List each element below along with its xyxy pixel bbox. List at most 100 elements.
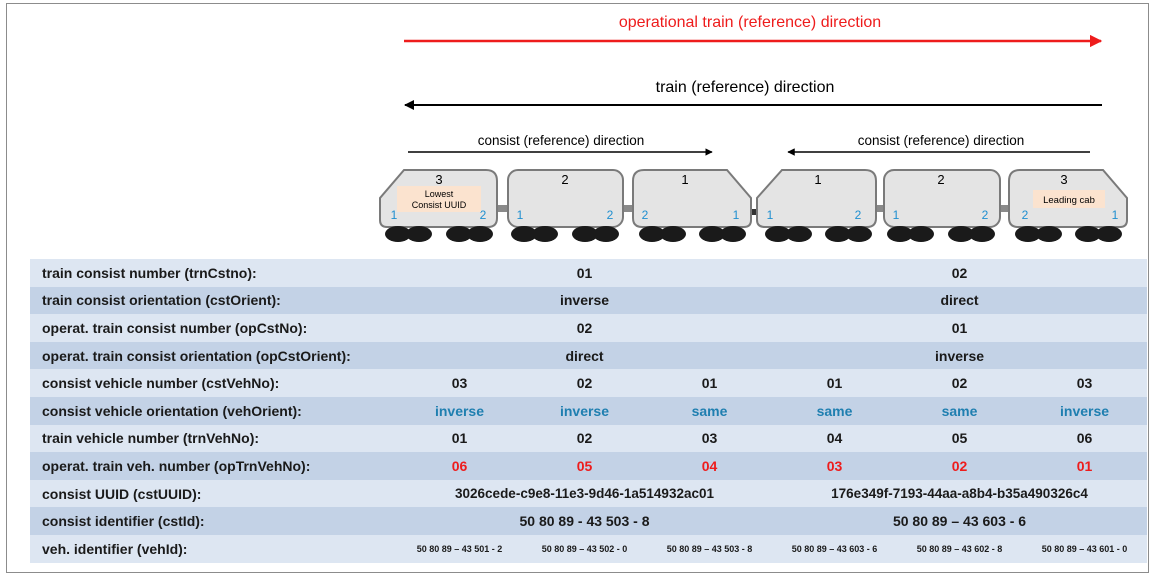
table-cell: 03: [1022, 369, 1148, 397]
table-row: train consist orientation (cstOrient): i…: [30, 286, 1148, 315]
table-cell: 02: [522, 369, 647, 397]
table-cell: 176e349f-7193-44aa-a8b4-b35a490326c4: [772, 479, 1148, 508]
table-cell: 50 80 89 – 43 602 - 8: [897, 534, 1023, 563]
table-cell: direct: [772, 286, 1148, 315]
table-cell: 04: [647, 452, 773, 480]
table-cell: inverse: [522, 396, 647, 425]
coupler: [875, 205, 887, 212]
vehicle-5: 2 1 2: [883, 169, 1001, 242]
consist-direction-label-left: consist (reference) direction: [478, 133, 645, 148]
lowest-uuid-note-box: [397, 186, 481, 212]
table-cell: 02: [522, 424, 647, 453]
table-cell: 01: [397, 424, 522, 453]
table-row: train consist number (trnCstno): 01 02: [30, 259, 1148, 287]
leading-cab-note: Leading cab: [1043, 195, 1095, 206]
row-label: veh. identifier (vehId):: [30, 534, 397, 563]
vehicle-end-number: 2: [855, 208, 862, 222]
row-label: consist identifier (cstId):: [30, 507, 397, 535]
coupler: [497, 205, 509, 212]
row-label: train consist number (trnCstno):: [30, 259, 397, 287]
table-cell: 50 80 89 - 43 503 - 8: [397, 507, 773, 535]
table-cell: 50 80 89 – 43 601 - 0: [1022, 534, 1148, 563]
table-cell: 02: [397, 314, 773, 342]
vehicle-4: 1 1 2: [756, 169, 877, 242]
table-cell: 50 80 89 – 43 501 - 2: [397, 534, 522, 563]
table-cell: 06: [397, 452, 522, 480]
table-row: train vehicle number (trnVehNo): 01 02 0…: [30, 424, 1148, 453]
table-row: consist UUID (cstUUID): 3026cede-c9e8-11…: [30, 479, 1148, 508]
vehicle-end-number: 2: [642, 208, 649, 222]
train-diagram: operational train (reference) direction …: [379, 14, 1128, 242]
table-cell: 50 80 89 – 43 603 - 6: [772, 534, 898, 563]
table-row: operat. train consist orientation (opCst…: [30, 341, 1148, 370]
table-cell: direct: [397, 341, 773, 370]
table-cell: inverse: [397, 396, 522, 425]
table-cell: 05: [897, 424, 1023, 453]
table-row: consist vehicle orientation (vehOrient):…: [30, 396, 1148, 425]
coupler: [998, 205, 1010, 212]
train-data-table: train consist number (trnCstno): 01 02 t…: [30, 259, 1148, 563]
vehicle-end-number: 1: [767, 208, 774, 222]
vehicle-end-number: 2: [982, 208, 989, 222]
table-cell: 50 80 89 – 43 502 - 0: [522, 534, 647, 563]
coupler: [750, 209, 758, 215]
vehicle-number: 1: [681, 172, 688, 187]
table-cell: inverse: [772, 341, 1148, 370]
table-row: veh. identifier (vehId): 50 80 89 – 43 5…: [30, 534, 1148, 563]
train-direction-label: train (reference) direction: [656, 79, 835, 96]
row-label: consist vehicle orientation (vehOrient):: [30, 396, 397, 425]
table-cell: 02: [772, 259, 1148, 287]
table-cell: 06: [1022, 424, 1148, 453]
table-cell: inverse: [397, 286, 773, 315]
table-row: consist identifier (cstId): 50 80 89 - 4…: [30, 507, 1148, 535]
table-cell: same: [897, 396, 1023, 425]
vehicle-6: 3 2 1 Leading cab: [1008, 169, 1128, 242]
table-row: consist vehicle number (cstVehNo): 03 02…: [30, 369, 1148, 397]
row-label: operat. train consist orientation (opCst…: [30, 341, 397, 370]
consist-direction-label-right: consist (reference) direction: [858, 133, 1025, 148]
table-cell: 01: [647, 369, 773, 397]
table-cell: 01: [1022, 452, 1148, 480]
vehicle-number: 1: [814, 172, 821, 187]
table-cell: 02: [897, 452, 1023, 480]
table-cell: 03: [397, 369, 522, 397]
vehicle-number: 2: [561, 172, 568, 187]
vehicle-end-number: 1: [391, 208, 398, 222]
row-label: train vehicle number (trnVehNo):: [30, 424, 397, 453]
row-label: consist UUID (cstUUID):: [30, 479, 397, 508]
table-cell: 50 80 89 – 43 603 - 6: [772, 507, 1148, 535]
table-cell: 50 80 89 – 43 503 - 8: [647, 534, 773, 563]
table-cell: 01: [397, 259, 773, 287]
coupler: [622, 205, 634, 212]
vehicle-2: 2 1 2: [507, 169, 624, 242]
table-cell: inverse: [1022, 396, 1148, 425]
vehicle-number: 3: [1060, 172, 1067, 187]
table-row: operat. train veh. number (opTrnVehNo): …: [30, 452, 1148, 480]
table-cell: same: [647, 396, 773, 425]
vehicle-end-number: 2: [1022, 208, 1029, 222]
vehicle-end-number: 2: [480, 208, 487, 222]
table-cell: same: [772, 396, 898, 425]
row-label: consist vehicle number (cstVehNo):: [30, 369, 397, 397]
row-label: operat. train consist number (opCstNo):: [30, 314, 397, 342]
table-row: operat. train consist number (opCstNo): …: [30, 314, 1148, 342]
row-label: train consist orientation (cstOrient):: [30, 286, 397, 315]
vehicle-number: 2: [937, 172, 944, 187]
table-cell: 05: [522, 452, 647, 480]
operational-direction-label: operational train (reference) direction: [619, 14, 881, 31]
table-cell: 02: [897, 369, 1023, 397]
row-label: operat. train veh. number (opTrnVehNo):: [30, 452, 397, 480]
vehicle-end-number: 1: [1112, 208, 1119, 222]
vehicle-number: 3: [435, 172, 442, 187]
vehicle-end-number: 1: [733, 208, 740, 222]
vehicle-end-number: 2: [607, 208, 614, 222]
table-cell: 03: [647, 424, 773, 453]
vehicle-end-number: 1: [893, 208, 900, 222]
table-cell: 01: [772, 369, 898, 397]
table-cell: 03: [772, 452, 898, 480]
vehicle-3: 1 2 1: [632, 169, 752, 242]
vehicle-end-number: 1: [517, 208, 524, 222]
table-cell: 01: [772, 314, 1148, 342]
